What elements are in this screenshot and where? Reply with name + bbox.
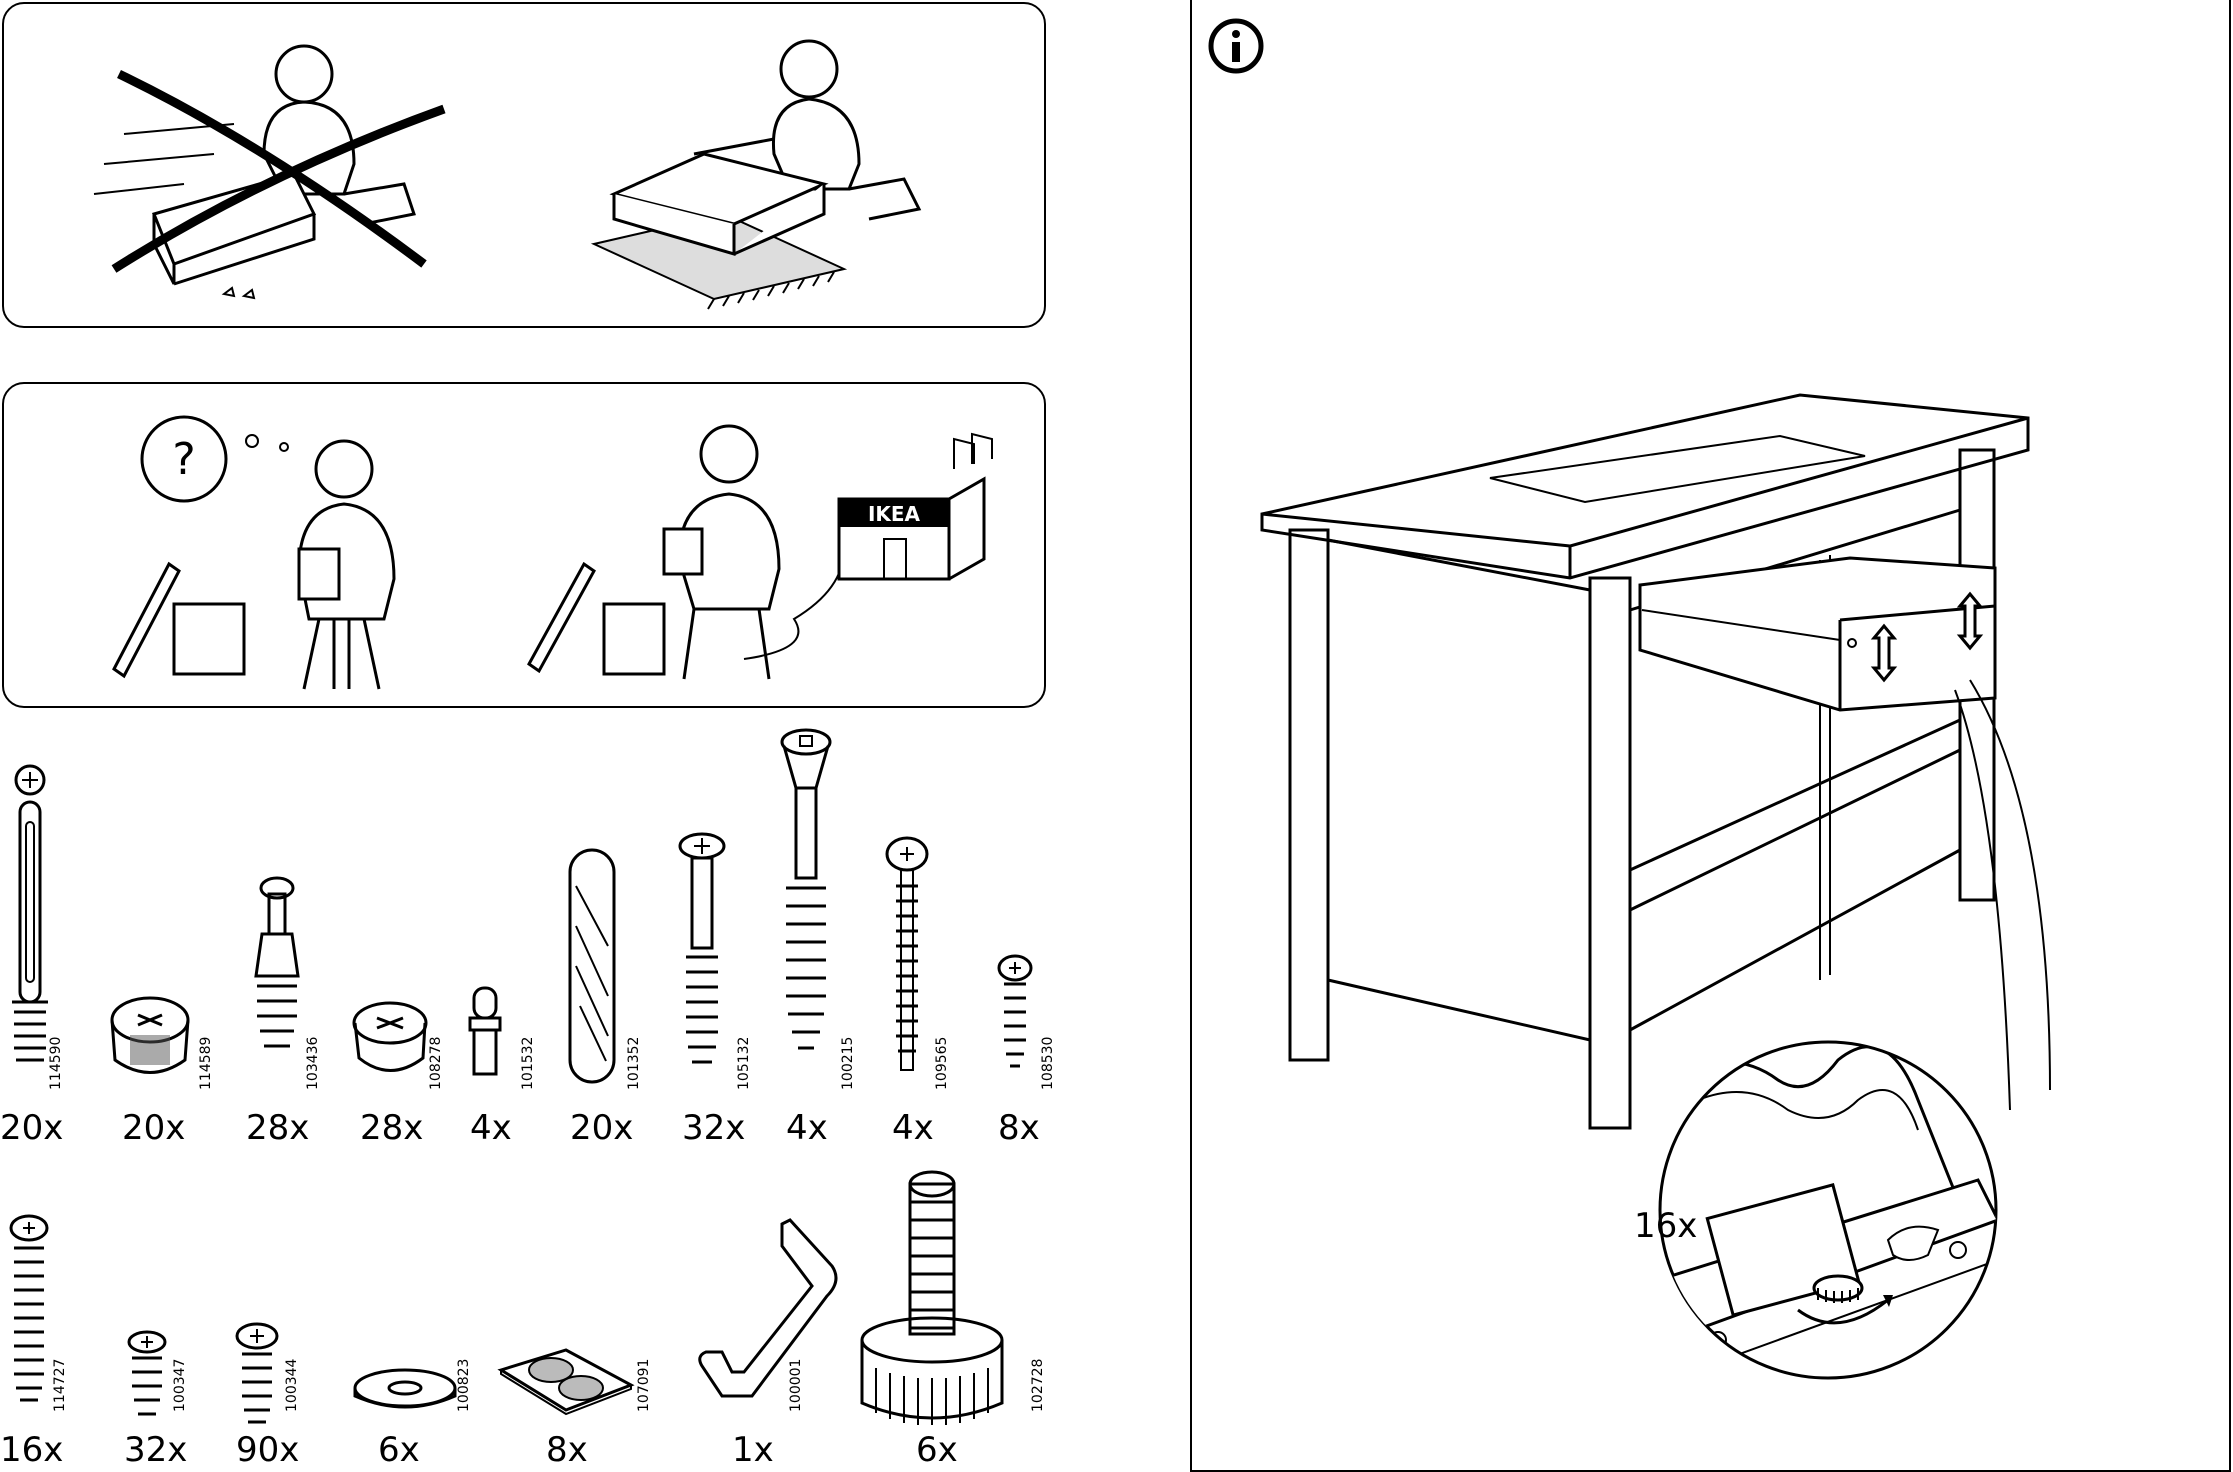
page-divider [1190, 0, 1192, 1472]
part-quantity: 4x [786, 1108, 828, 1148]
part-quantity: 4x [470, 1108, 512, 1148]
part-quantity: 6x [378, 1430, 420, 1470]
allen-key-icon [698, 1218, 838, 1398]
part-number: 102728 [1030, 1358, 1046, 1412]
part-number: 105132 [736, 1036, 752, 1090]
call-store-illustration: IKEA [527, 424, 993, 680]
part-number: 114727 [52, 1358, 68, 1412]
pin-icon [468, 986, 502, 1076]
cam-bolt-long-icon [12, 764, 48, 1062]
part-quantity: 20x [122, 1108, 186, 1148]
callout-quantity: 16x [1634, 1206, 1698, 1246]
part-number: 100344 [284, 1358, 300, 1412]
question-person-illustration: ? [112, 415, 396, 690]
part-number: 101532 [520, 1036, 536, 1090]
part-quantity: 4x [892, 1108, 934, 1148]
cam-lock-small-icon [352, 1001, 428, 1072]
long-screw-icon [780, 728, 832, 1050]
part-quantity: 8x [546, 1430, 588, 1470]
part-quantity: 8x [998, 1108, 1040, 1148]
part-quantity: 28x [360, 1108, 424, 1148]
wood-screw-icon [885, 836, 929, 1071]
part-quantity: 1x [732, 1430, 774, 1470]
part-number: 107091 [636, 1358, 652, 1412]
question-mark: ? [172, 434, 195, 485]
cam-lock-icon [110, 996, 190, 1074]
part-number: 108278 [428, 1036, 444, 1090]
long-bolt-icon [9, 1214, 49, 1402]
part-number: 114590 [48, 1036, 64, 1090]
felt-pads-icon [497, 1348, 635, 1416]
floor-advice-panel [2, 2, 1046, 328]
kitchen-island-illustration [1260, 393, 2051, 1130]
part-number: 103436 [305, 1036, 321, 1090]
part-number: 109565 [934, 1036, 950, 1090]
small-screw-icon [127, 1330, 167, 1416]
part-quantity: 6x [916, 1430, 958, 1470]
part-number: 114589 [198, 1036, 214, 1090]
part-quantity: 20x [570, 1108, 634, 1148]
drawer-adjust-detail [1658, 1040, 1998, 1380]
part-quantity: 90x [236, 1430, 300, 1470]
right-page-frame [1190, 0, 2231, 1472]
part-quantity: 28x [246, 1108, 310, 1148]
euro-screw-icon [235, 1322, 279, 1424]
wooden-dowel-icon [568, 848, 616, 1084]
adjustable-foot-icon [860, 1170, 1004, 1425]
part-number: 100347 [172, 1358, 188, 1412]
part-number: 100001 [788, 1358, 804, 1412]
part-quantity: 32x [682, 1108, 746, 1148]
part-quantity: 32x [124, 1430, 188, 1470]
part-number: 100823 [456, 1358, 472, 1412]
help-panel: ? IKEA [2, 382, 1046, 708]
part-number: 100215 [840, 1036, 856, 1090]
screw-icon [678, 832, 726, 1064]
cam-pin-icon [254, 876, 300, 1048]
short-screw-icon [997, 954, 1033, 1068]
part-number: 108530 [1040, 1036, 1056, 1090]
wrong-floor-illustration [93, 44, 446, 300]
correct-rug-illustration [590, 39, 922, 310]
washer-icon [353, 1368, 457, 1409]
part-number: 101352 [626, 1036, 642, 1090]
part-quantity: 20x [0, 1108, 64, 1148]
store-logo-text: IKEA [868, 502, 921, 526]
part-quantity: 16x [0, 1430, 64, 1470]
info-icon [1208, 18, 1264, 74]
